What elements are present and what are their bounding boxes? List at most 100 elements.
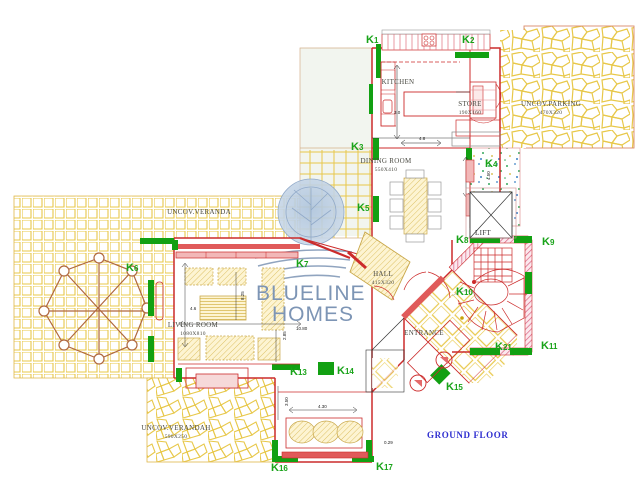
room-dim-text: 415X320 [371,280,395,287]
k-marker-letter: K [351,141,359,153]
entrance-diagonal-wall [401,275,446,320]
k-marker-number: 10 [463,288,473,297]
k-marker-number: 15 [453,383,463,392]
dimension-value: 3.0 [394,110,401,115]
uncov-parking-paving [523,25,635,149]
lift-shaft [465,187,517,239]
dimension-text: 10.80 [296,326,307,331]
room-name-text: UNCOV.PARKING [520,100,582,108]
dimension-text: 4.50 [486,171,491,180]
k-marker-number: 5 [364,204,370,213]
right-side-paving [500,30,526,148]
uncov-veranda-paving [13,195,301,379]
dimension-text: 4.30 [318,404,327,409]
k-marker-letter: K [376,461,384,473]
entrance-fixtures [365,271,471,393]
k-marker-letter: K [456,286,464,298]
room-dim-text: 1080X810 [180,331,206,338]
room-label-entrance: ENTRANCE [400,329,448,337]
dimension-value: 0.29 [384,440,393,445]
dimension-text: 3.50 [284,397,289,406]
room-dim-text: 470X320 [539,110,563,117]
k-marker-9: K9 [542,236,554,248]
k-marker-number: 14 [344,367,354,376]
room-label-living-room: LIVING ROOM 1080X810 [158,321,228,337]
k-marker-number: 21 [502,343,512,352]
k-marker-15: K15 [446,381,463,393]
k-marker-letter: K [337,365,345,377]
dimension-text: 4.8 [419,136,425,141]
room-label-store: STORE 190X160 [443,100,497,116]
room-dim-text: 590X250 [164,434,188,441]
dimension-value: 8.25 [240,291,245,300]
k-marker-letter: K [485,158,493,170]
k-marker-7: K7 [296,258,308,270]
k-marker-letter: K [366,34,374,46]
room-label-uncov-verandah: UNCOV.VERANDAH 590X250 [130,424,222,440]
k-marker-16: K16 [271,462,288,474]
k-marker-letter: K [542,236,550,248]
k-marker-14: K14 [337,365,354,377]
room-name-text: LIVING ROOM [167,321,219,329]
kitchen-fixtures [372,29,491,147]
dining-furniture [389,156,470,243]
k-marker-letter: K [541,340,549,352]
dimension-value: 4.8 [419,136,426,141]
staircase [451,247,527,333]
tree-symbol [254,178,353,283]
room-label-uncov-parking: UNCOV.PARKING 470X320 [514,100,588,116]
k-marker-number: 16 [278,464,288,473]
k-marker-letter: K [495,341,503,353]
k-marker-1: K1 [366,34,378,46]
room-name-text: STORE [458,100,482,108]
k-marker-letter: K [446,381,454,393]
k-marker-number: 3 [358,143,364,152]
k-marker-letter: K [357,202,365,214]
room-label-lift: LIFT [469,229,497,237]
k-marker-5: K5 [357,202,369,214]
k-marker-number: 8 [463,236,469,245]
k-marker-11: K11 [541,340,557,352]
k-marker-8: K8 [456,234,468,246]
k-marker-letter: K [126,262,134,274]
bottom-room-furniture [278,391,372,459]
room-name-text: LIFT [475,229,491,237]
k-marker-letter: K [296,258,304,270]
dimension-text: 4.6 [190,306,196,311]
dimension-value: 3.50 [284,397,289,406]
k-marker-21: K21 [495,341,512,353]
hall-floor [349,231,411,301]
k-marker-number: 6 [133,264,139,273]
room-label-uncov-veranda: UNCOV.VERANDA [157,208,241,216]
k-marker-letter: K [456,234,464,246]
k-marker-number: 7 [303,260,309,269]
k-marker-2: K2 [462,34,474,46]
k-marker-13: K13 [290,366,307,378]
dimension-text: 3.0 [394,110,400,115]
k-marker-number: 4 [492,160,498,169]
k-marker-number: 13 [297,368,307,377]
k-marker-number: 2 [469,36,475,45]
room-label-dining-room: DINING ROOM 550X410 [351,157,421,173]
store-fixtures [451,81,502,147]
room-name-text: KITCHEN [381,78,415,86]
room-dim-text: 190X160 [458,110,482,117]
k-marker-10: K10 [456,286,473,298]
dimension-value: 4.6 [190,306,197,311]
room-dim-text: 550X410 [374,167,398,174]
dimension-text: 8.25 [240,291,245,300]
k-marker-letter: K [290,366,298,378]
k-marker-4: K4 [485,158,497,170]
hall-corridor-wall [172,236,367,270]
uncov-verandah-paving [146,377,276,463]
dimension-value: 4.50 [486,171,491,180]
dimension-value: 10.80 [296,326,308,331]
room-name-text: UNCOV.VERANDA [167,208,231,216]
room-name-text: HALL [373,270,393,278]
room-name-text: DINING ROOM [360,157,412,165]
k-marker-17: K17 [376,461,393,473]
living-furniture [155,251,358,420]
room-label-kitchen: KITCHEN [368,78,428,86]
dimension-text: 0.29 [384,440,393,445]
